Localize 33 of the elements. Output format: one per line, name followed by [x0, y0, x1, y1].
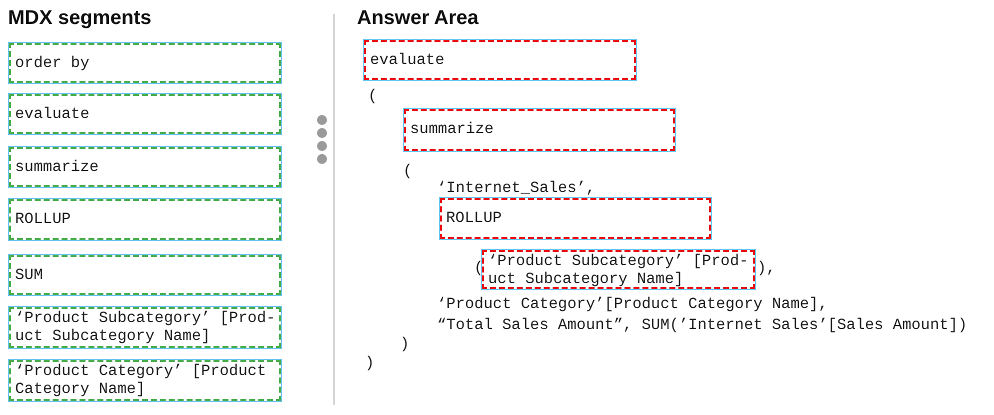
code-text: (: [368, 87, 378, 105]
segment-tile: [8, 42, 282, 84]
code-text: ‘Internet_Sales’,: [437, 179, 596, 197]
section-heading: Answer Area: [357, 9, 479, 27]
segment-text: order by: [15, 53, 90, 74]
answer-slot: [403, 108, 676, 152]
answer-slot: [363, 39, 637, 81]
code-text: ): [365, 354, 374, 372]
segment-text: ‘Product Subcategory’ [Prod- uct Subcategory Name]: [488, 252, 750, 288]
segment-tile: [8, 359, 282, 402]
segment-text: summarize: [410, 119, 495, 140]
segment-text: ‘Product Category’ [Product Category Name]: [15, 362, 268, 398]
section-heading: MDX segments: [8, 9, 152, 27]
answer-slot: [481, 249, 756, 290]
segment-text: ‘Product Subcategory’ [Prod- uct Subcategory Name]: [15, 309, 276, 345]
segment-text: ROLLUP: [446, 208, 503, 229]
code-text: ),: [757, 259, 776, 277]
segment-tile: [8, 146, 282, 188]
segment-text: evaluate: [15, 104, 90, 125]
code-text: ): [400, 335, 410, 353]
code-text: ‘Product Category’[Product Category Name],: [437, 295, 828, 313]
answer-slot: [439, 197, 712, 240]
segment-text: summarize: [15, 157, 100, 178]
segment-tile: [8, 93, 282, 135]
segment-text: evaluate: [370, 50, 446, 71]
segment-text: SUM: [15, 265, 44, 286]
segment-tile: [8, 198, 282, 241]
segment-tile: [8, 254, 282, 296]
segment-tile: [8, 306, 282, 349]
code-text: (: [403, 162, 412, 180]
code-text: “Total Sales Amount”, SUM(’Internet Sales’[Sales Amount]): [437, 316, 968, 334]
code-text: (: [474, 259, 484, 277]
segment-text: ROLLUP: [15, 209, 72, 230]
